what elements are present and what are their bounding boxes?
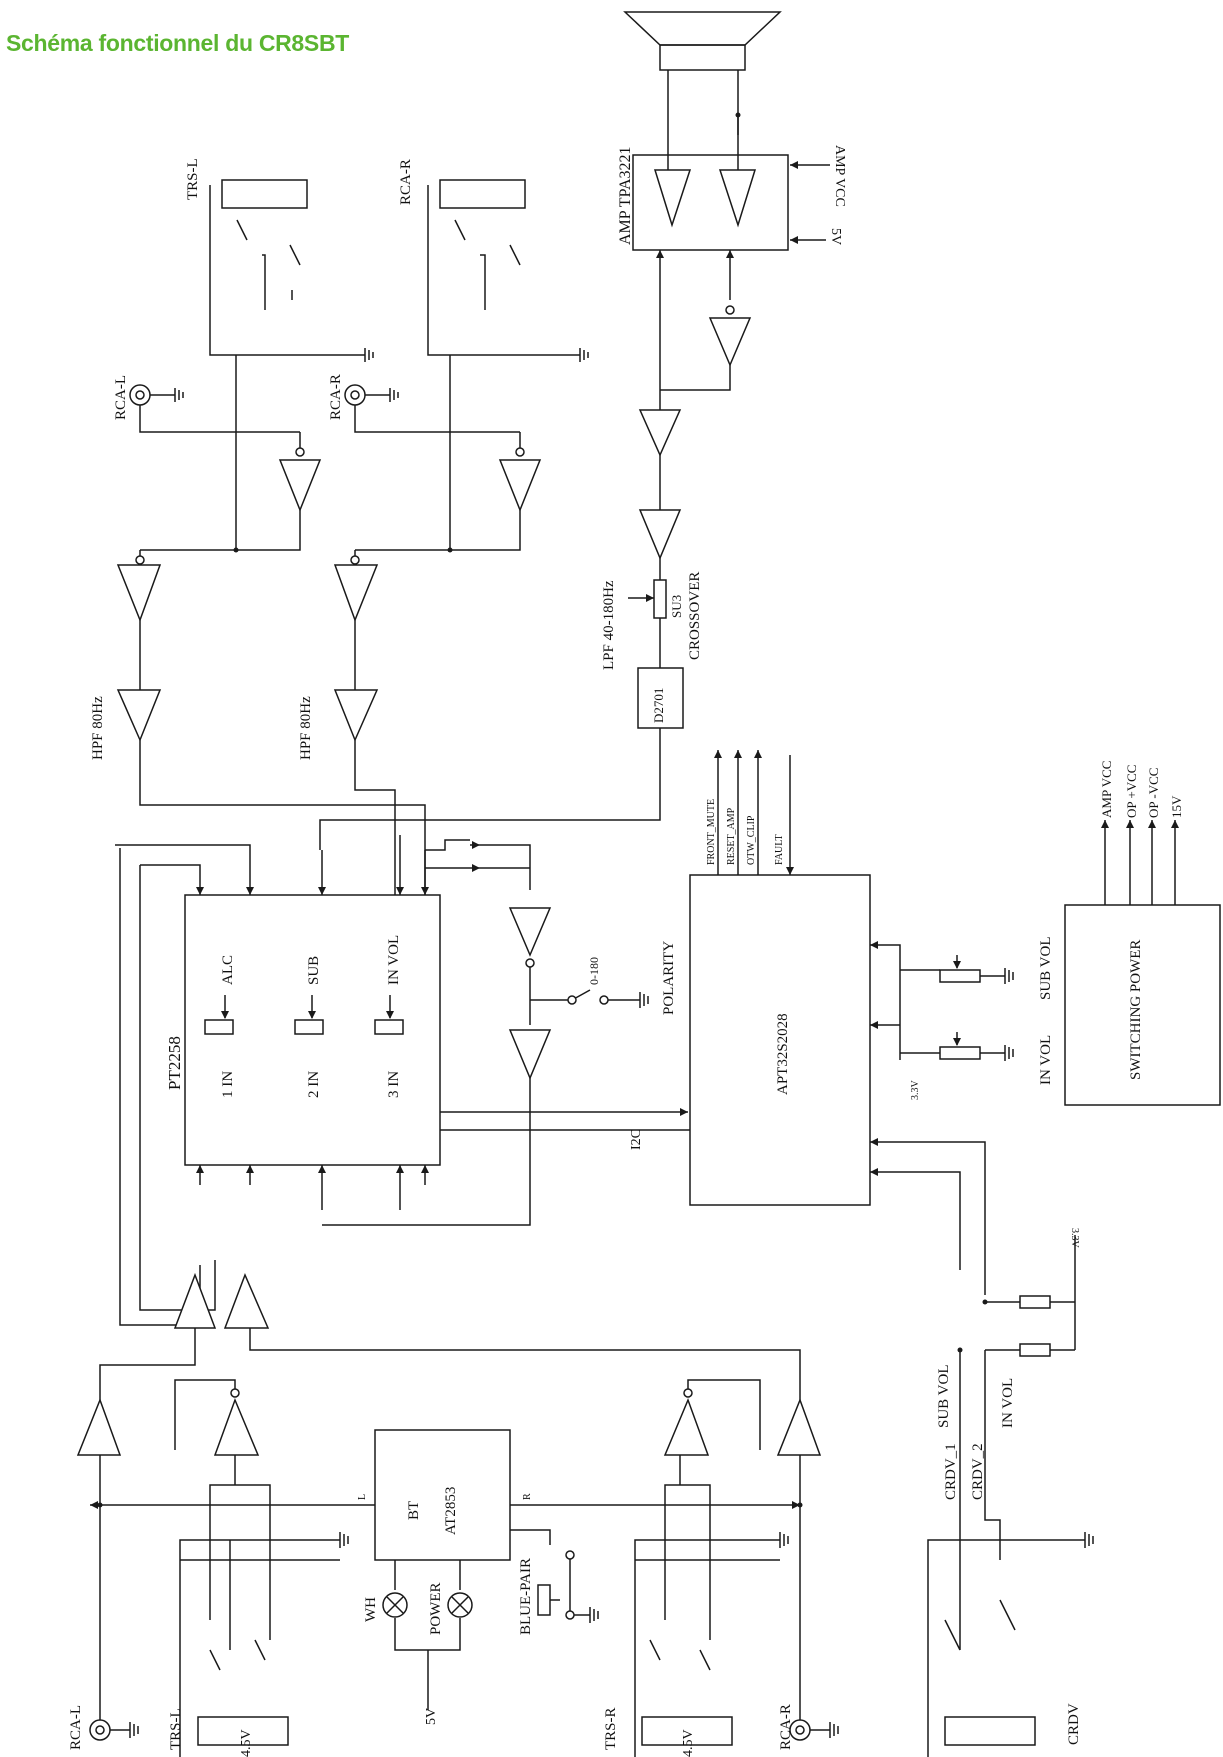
rca-l-bottom-label: RCA-L xyxy=(68,1705,84,1750)
switching-power xyxy=(1064,820,1221,1106)
page-title: Schéma fonctionnel du CR8SBT xyxy=(6,30,350,56)
hpf-r-label: HPF 80Hz xyxy=(298,696,314,760)
su3-label: SU3 xyxy=(669,595,684,618)
in3-label: 3 IN xyxy=(386,1071,402,1098)
hpf-l-label: HPF 80Hz xyxy=(90,696,106,760)
rca-l-top-label: RCA-L xyxy=(113,375,129,420)
trs-l-bottom-label: TRS-L xyxy=(168,1708,184,1750)
in-vol-line-label: IN VOL xyxy=(1000,1378,1016,1428)
bt-label: BT xyxy=(406,1501,422,1520)
in-vol-pot-label: IN VOL xyxy=(1038,1035,1054,1085)
trs-r-bottom-label: TRS-R xyxy=(603,1707,619,1750)
rca-r-mid-label: RCA-R xyxy=(328,374,344,420)
alc-label: ALC xyxy=(220,955,236,985)
out-15v-label: 15V xyxy=(1169,795,1184,818)
in1-label: 1 IN xyxy=(220,1071,236,1098)
d2701-label: D2701 xyxy=(651,688,666,723)
crdv-2-label: CRDV_2 xyxy=(970,1443,986,1500)
crossover-label: CROSSOVER xyxy=(687,572,703,660)
pullup-resistors xyxy=(957,1235,1076,1357)
amp-vcc-label: AMP VCC xyxy=(832,145,847,207)
out-op-nvcc-label: OP -VCC xyxy=(1146,768,1161,818)
trs-l-top-label: TRS-L xyxy=(185,158,201,200)
wh-label: WH xyxy=(363,1597,379,1622)
upper-right-channel xyxy=(333,179,589,895)
power-label: POWER xyxy=(428,1583,444,1636)
blue-pair-label: BLUE-PAIR xyxy=(518,1558,534,1635)
v45-r-label: 4.5V xyxy=(681,1729,696,1757)
rca-r-bottom-label: RCA-R xyxy=(778,1704,794,1750)
apt-label: APT32S2028 xyxy=(775,1013,791,1095)
in-vol-block-label: IN VOL xyxy=(386,935,402,985)
sub-label: SUB xyxy=(306,956,322,985)
pt2258-label: PT2258 xyxy=(165,1036,184,1090)
crdv-section xyxy=(927,1350,1094,1757)
out-amp-vcc-label: AMP VCC xyxy=(1099,761,1114,818)
crdv-label: CRDV xyxy=(1066,1703,1082,1745)
v5-label: 5V xyxy=(828,228,843,245)
bt-r-label: R xyxy=(522,1493,533,1500)
crdv-1-label: CRDV_1 xyxy=(943,1443,959,1500)
v5-bottom-label: 5V xyxy=(424,1708,439,1725)
polarity-label: POLARITY xyxy=(661,941,677,1015)
upper-left-channel xyxy=(116,179,426,895)
rca-r-top-label: RCA-R xyxy=(398,159,414,205)
pt2258-block xyxy=(115,835,690,1326)
v45-l-label: 4.5V xyxy=(239,1729,254,1757)
labels: TRS-L RCA-R RCA-L RCA-R AMP TPA3221 AMP … xyxy=(68,145,1184,1757)
sub-vol-pot-label: SUB VOL xyxy=(1038,937,1054,1001)
bottom-left-channel xyxy=(76,1379,375,1757)
fault-label: FAULT xyxy=(774,834,785,865)
bt-l-label: L xyxy=(357,1494,368,1500)
amp-label: AMP TPA3221 xyxy=(617,146,634,245)
i2c-label: I2C xyxy=(629,1129,644,1150)
bottom-right-channel xyxy=(634,1379,839,1757)
lpf-label: LPF 40-180Hz xyxy=(601,580,617,670)
out-op-pvcc-label: OP +VCC xyxy=(1124,765,1139,818)
speaker-amp-section xyxy=(319,11,830,850)
at2853-label: AT2853 xyxy=(443,1487,459,1535)
bt-block xyxy=(374,1429,800,1710)
switching-power-label: SWITCHING POWER xyxy=(1128,940,1144,1080)
front-mute-label: FRONT_MUTE xyxy=(706,799,717,865)
v33-pot-label: 3.3V xyxy=(910,1080,921,1101)
sub-vol-line-label: SUB VOL xyxy=(936,1365,952,1429)
apt-block xyxy=(689,750,1014,1295)
reset-amp-label: RESET_AMP xyxy=(726,807,737,865)
input-buffers xyxy=(99,1272,801,1400)
v33-right-label: 3.3V xyxy=(1069,1228,1080,1249)
otw-clip-label: OTW_CLIP xyxy=(746,815,757,865)
in2-label: 2 IN xyxy=(306,1071,322,1098)
polarity-section xyxy=(322,907,649,1226)
phase-label: 0-180 xyxy=(587,957,601,985)
